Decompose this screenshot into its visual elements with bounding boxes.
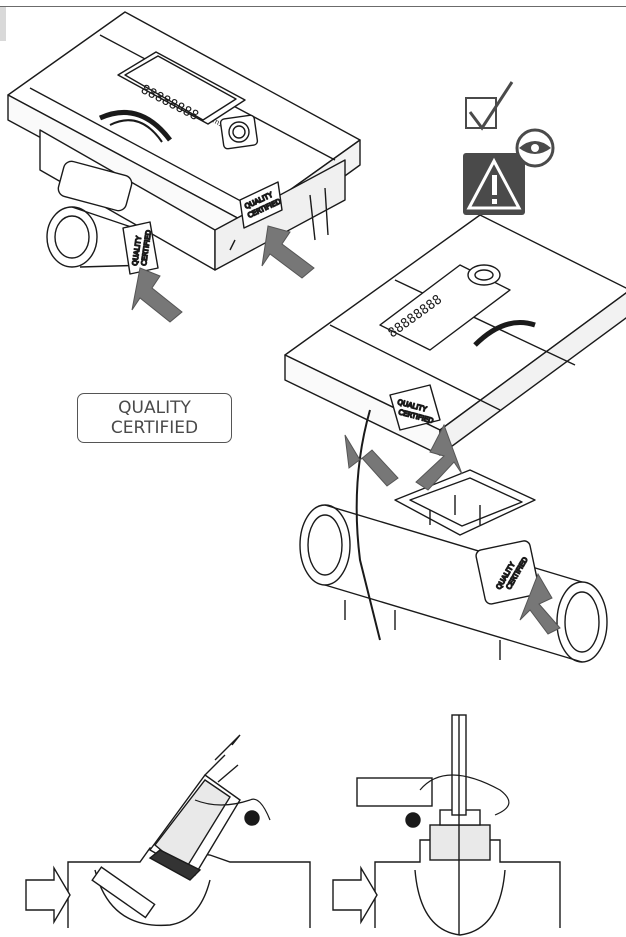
cross-section-angled: [25, 734, 311, 928]
quality-line-2: CERTIFIED: [110, 418, 199, 438]
flow-arrow-2: [332, 865, 378, 925]
cross-section-vertical: [332, 714, 561, 936]
pointer-arrows: [131, 225, 561, 635]
page-tab-mark: [0, 7, 6, 41]
flow-sensor: QUALITY CERTIFIED: [299, 469, 608, 663]
checkbox-check-icon: [465, 81, 514, 131]
quality-line-1: QUALITY: [118, 398, 191, 418]
eye-icon: [515, 128, 555, 168]
arrow-5: [519, 572, 561, 635]
flow-arrow-1: [25, 865, 71, 925]
top-rule: [0, 6, 626, 7]
meter-top-left: 88888888 m3 QUALITY CERTIFIED QUALITY CE…: [7, 11, 361, 275]
arrow-1: [131, 267, 183, 323]
arrow-4: [415, 423, 463, 491]
warning-triangle-icon: [463, 153, 525, 215]
arrow-3: [344, 434, 399, 487]
arrow-2: [261, 225, 315, 279]
quality-certified-label: QUALITY CERTIFIED: [77, 393, 232, 443]
meter-exploded: 88888888 QUALITY CERTIFIED: [284, 214, 626, 641]
